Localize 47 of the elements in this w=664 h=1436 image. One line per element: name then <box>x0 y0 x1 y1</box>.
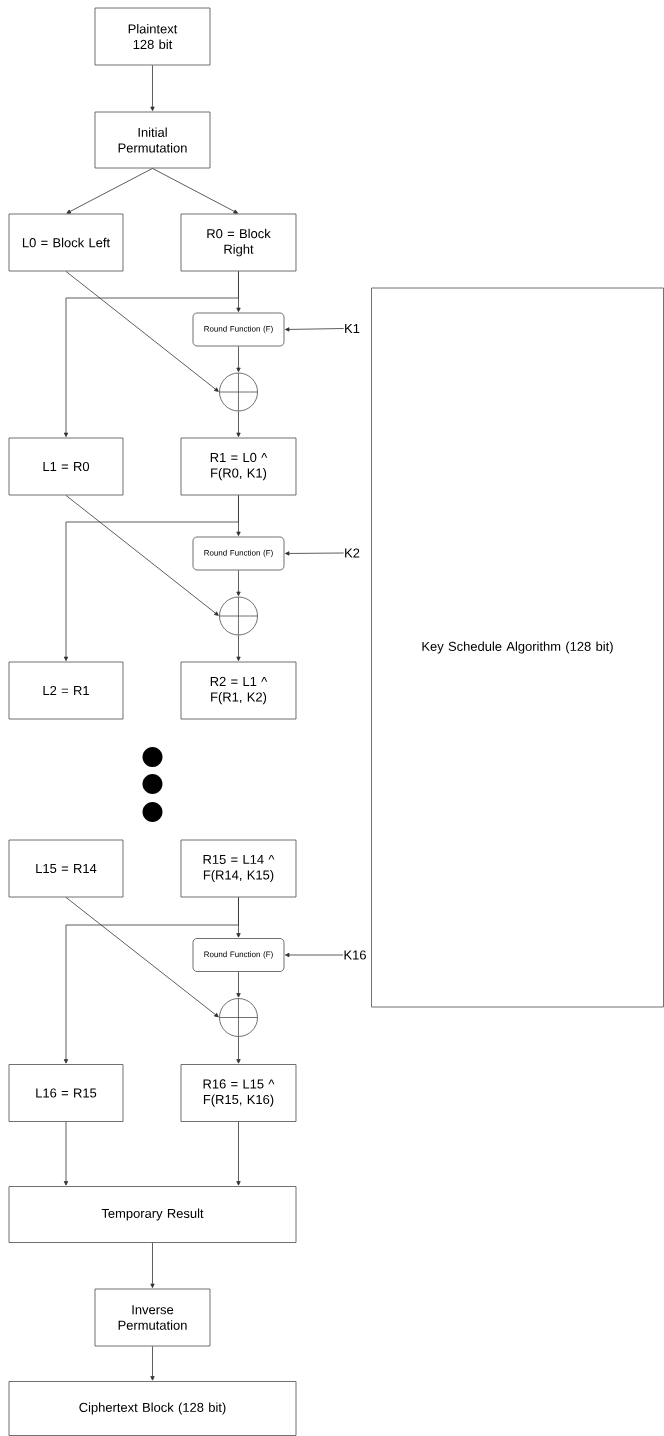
arrow <box>150 1346 155 1381</box>
process-box: R15 = L14 ^ F(R14, K15) <box>180 839 297 898</box>
process-box: Ciphertext Block (128 bit) <box>8 1381 297 1436</box>
arrow <box>63 271 239 438</box>
arrow <box>65 495 219 616</box>
arrow <box>236 635 241 662</box>
process-box: L2 = R1 <box>8 661 124 720</box>
process-box: R16 = L15 ^ F(R15, K16) <box>180 1064 297 1122</box>
xor-symbol <box>219 596 258 636</box>
ellipsis-dot <box>142 802 163 822</box>
arrow <box>152 168 239 214</box>
process-box: Inverse Permutation <box>94 1288 211 1347</box>
arrow <box>150 1242 155 1289</box>
arrow <box>236 346 241 373</box>
key-label: K2 <box>345 548 360 558</box>
xor-symbol <box>219 372 258 412</box>
process-box: Temporary Result <box>8 1186 297 1243</box>
arrow <box>284 952 344 958</box>
process-box: L15 = R14 <box>8 839 124 898</box>
arrow <box>236 1121 241 1186</box>
process-box: R1 = L0 ^ F(R0, K1) <box>180 437 297 496</box>
arrow <box>66 168 153 214</box>
process-box: Initial Permutation <box>94 111 211 169</box>
process-box: Plaintext 128 bit <box>94 7 211 66</box>
arrow <box>236 1036 241 1064</box>
arrow <box>284 327 345 332</box>
process-box: R2 = L1 ^ F(R1, K2) <box>180 661 297 720</box>
ellipsis-dot <box>142 774 163 794</box>
key-label: K1 <box>345 324 360 333</box>
arrow <box>65 271 219 392</box>
arrow <box>63 897 239 1064</box>
arrow <box>65 897 219 1018</box>
process-box: L1 = R0 <box>8 437 124 496</box>
arrow <box>236 971 241 998</box>
process-box: R0 = Block Right <box>180 213 297 272</box>
arrow <box>63 495 239 662</box>
arrow <box>150 65 155 112</box>
process-box: L16 = R15 <box>8 1064 124 1122</box>
process-box: L0 = Block Left <box>8 213 124 272</box>
arrow <box>236 411 241 438</box>
ellipsis-dot <box>142 747 163 767</box>
arrow <box>63 1121 69 1186</box>
xor-symbol <box>219 998 258 1037</box>
arrow <box>236 570 241 597</box>
key-label: K16 <box>344 950 366 960</box>
key-schedule-box: Key Schedule Algorithm (128 bit) <box>371 287 664 1008</box>
arrow <box>284 551 345 556</box>
